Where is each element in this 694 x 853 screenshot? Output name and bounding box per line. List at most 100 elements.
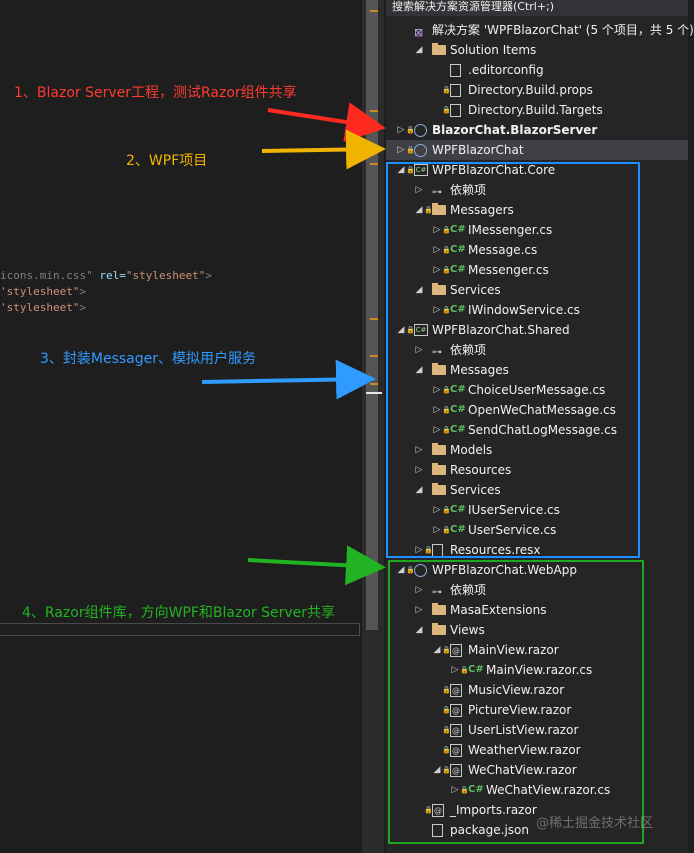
tree-item[interactable]: ▷🔒C#IUserService.cs [386, 500, 688, 520]
tree-item[interactable]: ▷⊶依赖项 [386, 180, 688, 200]
expand-arrow-icon[interactable]: ▷ [433, 305, 441, 315]
tree-item[interactable]: ▷🔒C#SendChatLogMessage.cs [386, 420, 688, 440]
csharp-file-icon: C# [450, 384, 466, 395]
razor-file-icon: @ [450, 764, 462, 777]
lock-icon: 🔒 [442, 426, 451, 434]
folder-icon [432, 363, 446, 375]
tree-item[interactable]: ⊠解决方案 'WPFBlazorChat' (5 个项目，共 5 个) [386, 20, 694, 40]
code-line: icons.min.css" rel="stylesheet"> [0, 269, 212, 282]
tree-item-label: IWindowService.cs [468, 303, 580, 317]
expand-arrow-icon[interactable]: ▷ [415, 445, 423, 455]
tree-item[interactable]: package.json [386, 820, 688, 840]
tree-item[interactable]: ▷🔒BlazorChat.BlazorServer [386, 120, 688, 140]
expand-arrow-icon[interactable]: ▷ [433, 245, 441, 255]
tree-item[interactable]: 🔒@PictureView.razor [386, 700, 688, 720]
tree-item-label: WeChatView.razor [468, 763, 577, 777]
collapse-arrow-icon[interactable]: ◢ [415, 485, 423, 495]
tree-item[interactable]: ◢🔒@MainView.razor [386, 640, 688, 660]
collapse-arrow-icon[interactable]: ◢ [415, 45, 423, 55]
collapse-arrow-icon[interactable]: ◢ [415, 205, 423, 215]
expand-arrow-icon[interactable]: ▷ [433, 405, 441, 415]
csharp-file-icon: C# [450, 524, 466, 535]
tree-item[interactable]: ◢Services [386, 280, 688, 300]
collapse-arrow-icon[interactable]: ◢ [433, 765, 441, 775]
tree-item[interactable]: 🔒Directory.Build.props [386, 80, 688, 100]
tree-item-label: Services [450, 483, 501, 497]
collapse-arrow-icon[interactable]: ◢ [433, 645, 441, 655]
tree-item[interactable]: ◢Messages [386, 360, 688, 380]
tree-item[interactable]: ▷Resources [386, 460, 688, 480]
tree-item[interactable]: ▷🔒C#MainView.razor.cs [386, 660, 688, 680]
lock-icon: 🔒 [442, 86, 451, 94]
web-project-icon [414, 564, 427, 577]
lock-icon: 🔒 [460, 786, 469, 794]
tree-item[interactable]: .editorconfig [386, 60, 688, 80]
expand-arrow-icon[interactable]: ▷ [433, 225, 441, 235]
expand-arrow-icon[interactable]: ▷ [415, 465, 423, 475]
tree-item[interactable]: ◢ Solution Items [386, 40, 688, 60]
expand-arrow-icon[interactable]: ▷ [451, 665, 459, 675]
tree-item[interactable]: ▷🔒C#IWindowService.cs [386, 300, 688, 320]
razor-file-icon: @ [450, 644, 462, 657]
expand-arrow-icon[interactable]: ▷ [433, 505, 441, 515]
tree-item[interactable]: 🔒@MusicView.razor [386, 680, 688, 700]
expand-arrow-icon[interactable]: ▷ [433, 525, 441, 535]
tree-item[interactable]: ◢ Services [386, 480, 688, 500]
code-line: 'stylesheet"> [0, 301, 87, 314]
tree-item[interactable]: ▷MasaExtensions [386, 600, 688, 620]
expand-arrow-icon[interactable]: ▷ [415, 585, 423, 595]
tree-item[interactable]: ▷🔒C#WeChatView.razor.cs [386, 780, 688, 800]
tree-item[interactable]: ▷🔒C#Messenger.cs [386, 260, 688, 280]
tree-item[interactable]: ▷🔒C#UserService.cs [386, 520, 688, 540]
tree-item-label: Views [450, 623, 485, 637]
tree-item[interactable]: ▷Models [386, 440, 688, 460]
tree-item-label: SendChatLogMessage.cs [468, 423, 617, 437]
tree-item[interactable]: ◢🔒WPFBlazorChat.WebApp [386, 560, 688, 580]
csharp-file-icon: C# [450, 224, 466, 235]
lock-icon: 🔒 [442, 686, 451, 694]
expand-arrow-icon[interactable]: ▷ [415, 605, 423, 615]
tree-item[interactable]: ◢🔒@WeChatView.razor [386, 760, 688, 780]
tree-item[interactable]: ▷🔒C#OpenWeChatMessage.cs [386, 400, 688, 420]
lock-icon: 🔒 [442, 746, 451, 754]
tree-item[interactable]: ▷🔒C#Message.cs [386, 240, 688, 260]
tree-item[interactable]: ▷🔒WPFBlazorChat [386, 140, 688, 160]
expand-arrow-icon[interactable]: ▷ [433, 425, 441, 435]
tree-item[interactable]: ◢🔒C#WPFBlazorChat.Core [386, 160, 688, 180]
tree-item[interactable]: ▷🔒C#IMessenger.cs [386, 220, 688, 240]
tree-item[interactable]: 🔒@UserListView.razor [386, 720, 688, 740]
csharp-file-icon: C# [468, 784, 484, 795]
solution-explorer-search[interactable]: 搜索解决方案资源管理器(Ctrl+;) [386, 0, 688, 16]
collapse-arrow-icon[interactable]: ◢ [397, 565, 405, 575]
expand-arrow-icon[interactable]: ▷ [415, 545, 423, 555]
tree-item[interactable]: ▷⊶依赖项 [386, 580, 688, 600]
collapse-arrow-icon[interactable]: ◢ [397, 165, 405, 175]
tree-item[interactable]: 🔒Directory.Build.Targets [386, 100, 688, 120]
tree-item[interactable]: 🔒@WeatherView.razor [386, 740, 688, 760]
tree-item-label: 依赖项 [450, 343, 487, 357]
collapse-arrow-icon[interactable]: ◢ [415, 365, 423, 375]
horizontal-scrollbar[interactable] [0, 623, 360, 636]
tree-item[interactable]: 🔒@_Imports.razor [386, 800, 688, 820]
json-file-icon [432, 824, 443, 837]
expand-arrow-icon[interactable]: ▷ [415, 185, 423, 195]
tree-item[interactable]: ◢🔒Messagers [386, 200, 688, 220]
code-editor[interactable]: icons.min.css" rel="stylesheet"> 'styles… [0, 0, 362, 853]
tree-item-label: IUserService.cs [468, 503, 560, 517]
tree-item-label: Solution Items [450, 43, 537, 57]
collapse-arrow-icon[interactable]: ◢ [397, 325, 405, 335]
razor-file-icon: @ [450, 724, 462, 737]
expand-arrow-icon[interactable]: ▷ [415, 345, 423, 355]
expand-arrow-icon[interactable]: ▷ [433, 385, 441, 395]
expand-arrow-icon[interactable]: ▷ [433, 265, 441, 275]
collapse-arrow-icon[interactable]: ◢ [415, 625, 423, 635]
tree-item[interactable]: ▷⊶依赖项 [386, 340, 688, 360]
tree-item[interactable]: ◢ Views [386, 620, 688, 640]
expand-arrow-icon[interactable]: ▷ [397, 145, 405, 155]
tree-item[interactable]: ▷🔒C#ChoiceUserMessage.cs [386, 380, 688, 400]
tree-item[interactable]: ◢🔒C#WPFBlazorChat.Shared [386, 320, 688, 340]
collapse-arrow-icon[interactable]: ◢ [415, 285, 423, 295]
expand-arrow-icon[interactable]: ▷ [397, 125, 405, 135]
expand-arrow-icon[interactable]: ▷ [451, 785, 459, 795]
